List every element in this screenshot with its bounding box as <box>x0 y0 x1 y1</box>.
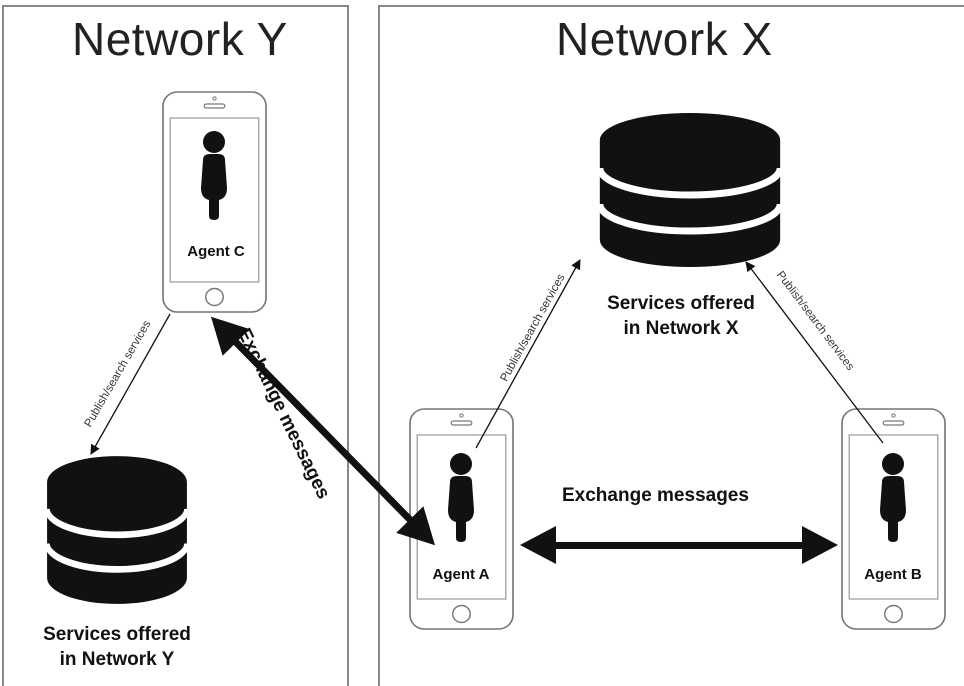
database-x-caption: Services offered in Network X <box>576 291 786 341</box>
database-y-icon <box>47 456 187 604</box>
network-y-title: Network Y <box>72 13 288 65</box>
database-y-caption-line2: in Network Y <box>59 649 175 670</box>
exchange-arrow-c-a <box>210 316 436 546</box>
publish-arrow-b-to-x <box>745 261 884 444</box>
database-y-caption: Services offered in Network Y <box>12 622 222 672</box>
network-x-title: Network X <box>556 13 773 65</box>
database-y-caption-line1: Services offered <box>43 624 191 645</box>
agent-c-label: Agent C <box>187 243 245 260</box>
database-x-caption-line1: Services offered <box>607 293 755 314</box>
network-y-frame <box>2 5 349 686</box>
database-x-caption-line2: in Network X <box>623 318 739 339</box>
exchange-arrow-a-b <box>520 526 838 564</box>
agent-a-label: Agent A <box>432 566 490 583</box>
publish-arrow-c-to-y <box>90 313 171 455</box>
exchange-label-a-b: Exchange messages <box>562 485 749 506</box>
network-x-frame <box>378 5 964 686</box>
agent-b-label: Agent B <box>864 566 922 583</box>
database-x-icon <box>600 113 780 267</box>
publish-arrow-a-to-x <box>475 259 581 449</box>
